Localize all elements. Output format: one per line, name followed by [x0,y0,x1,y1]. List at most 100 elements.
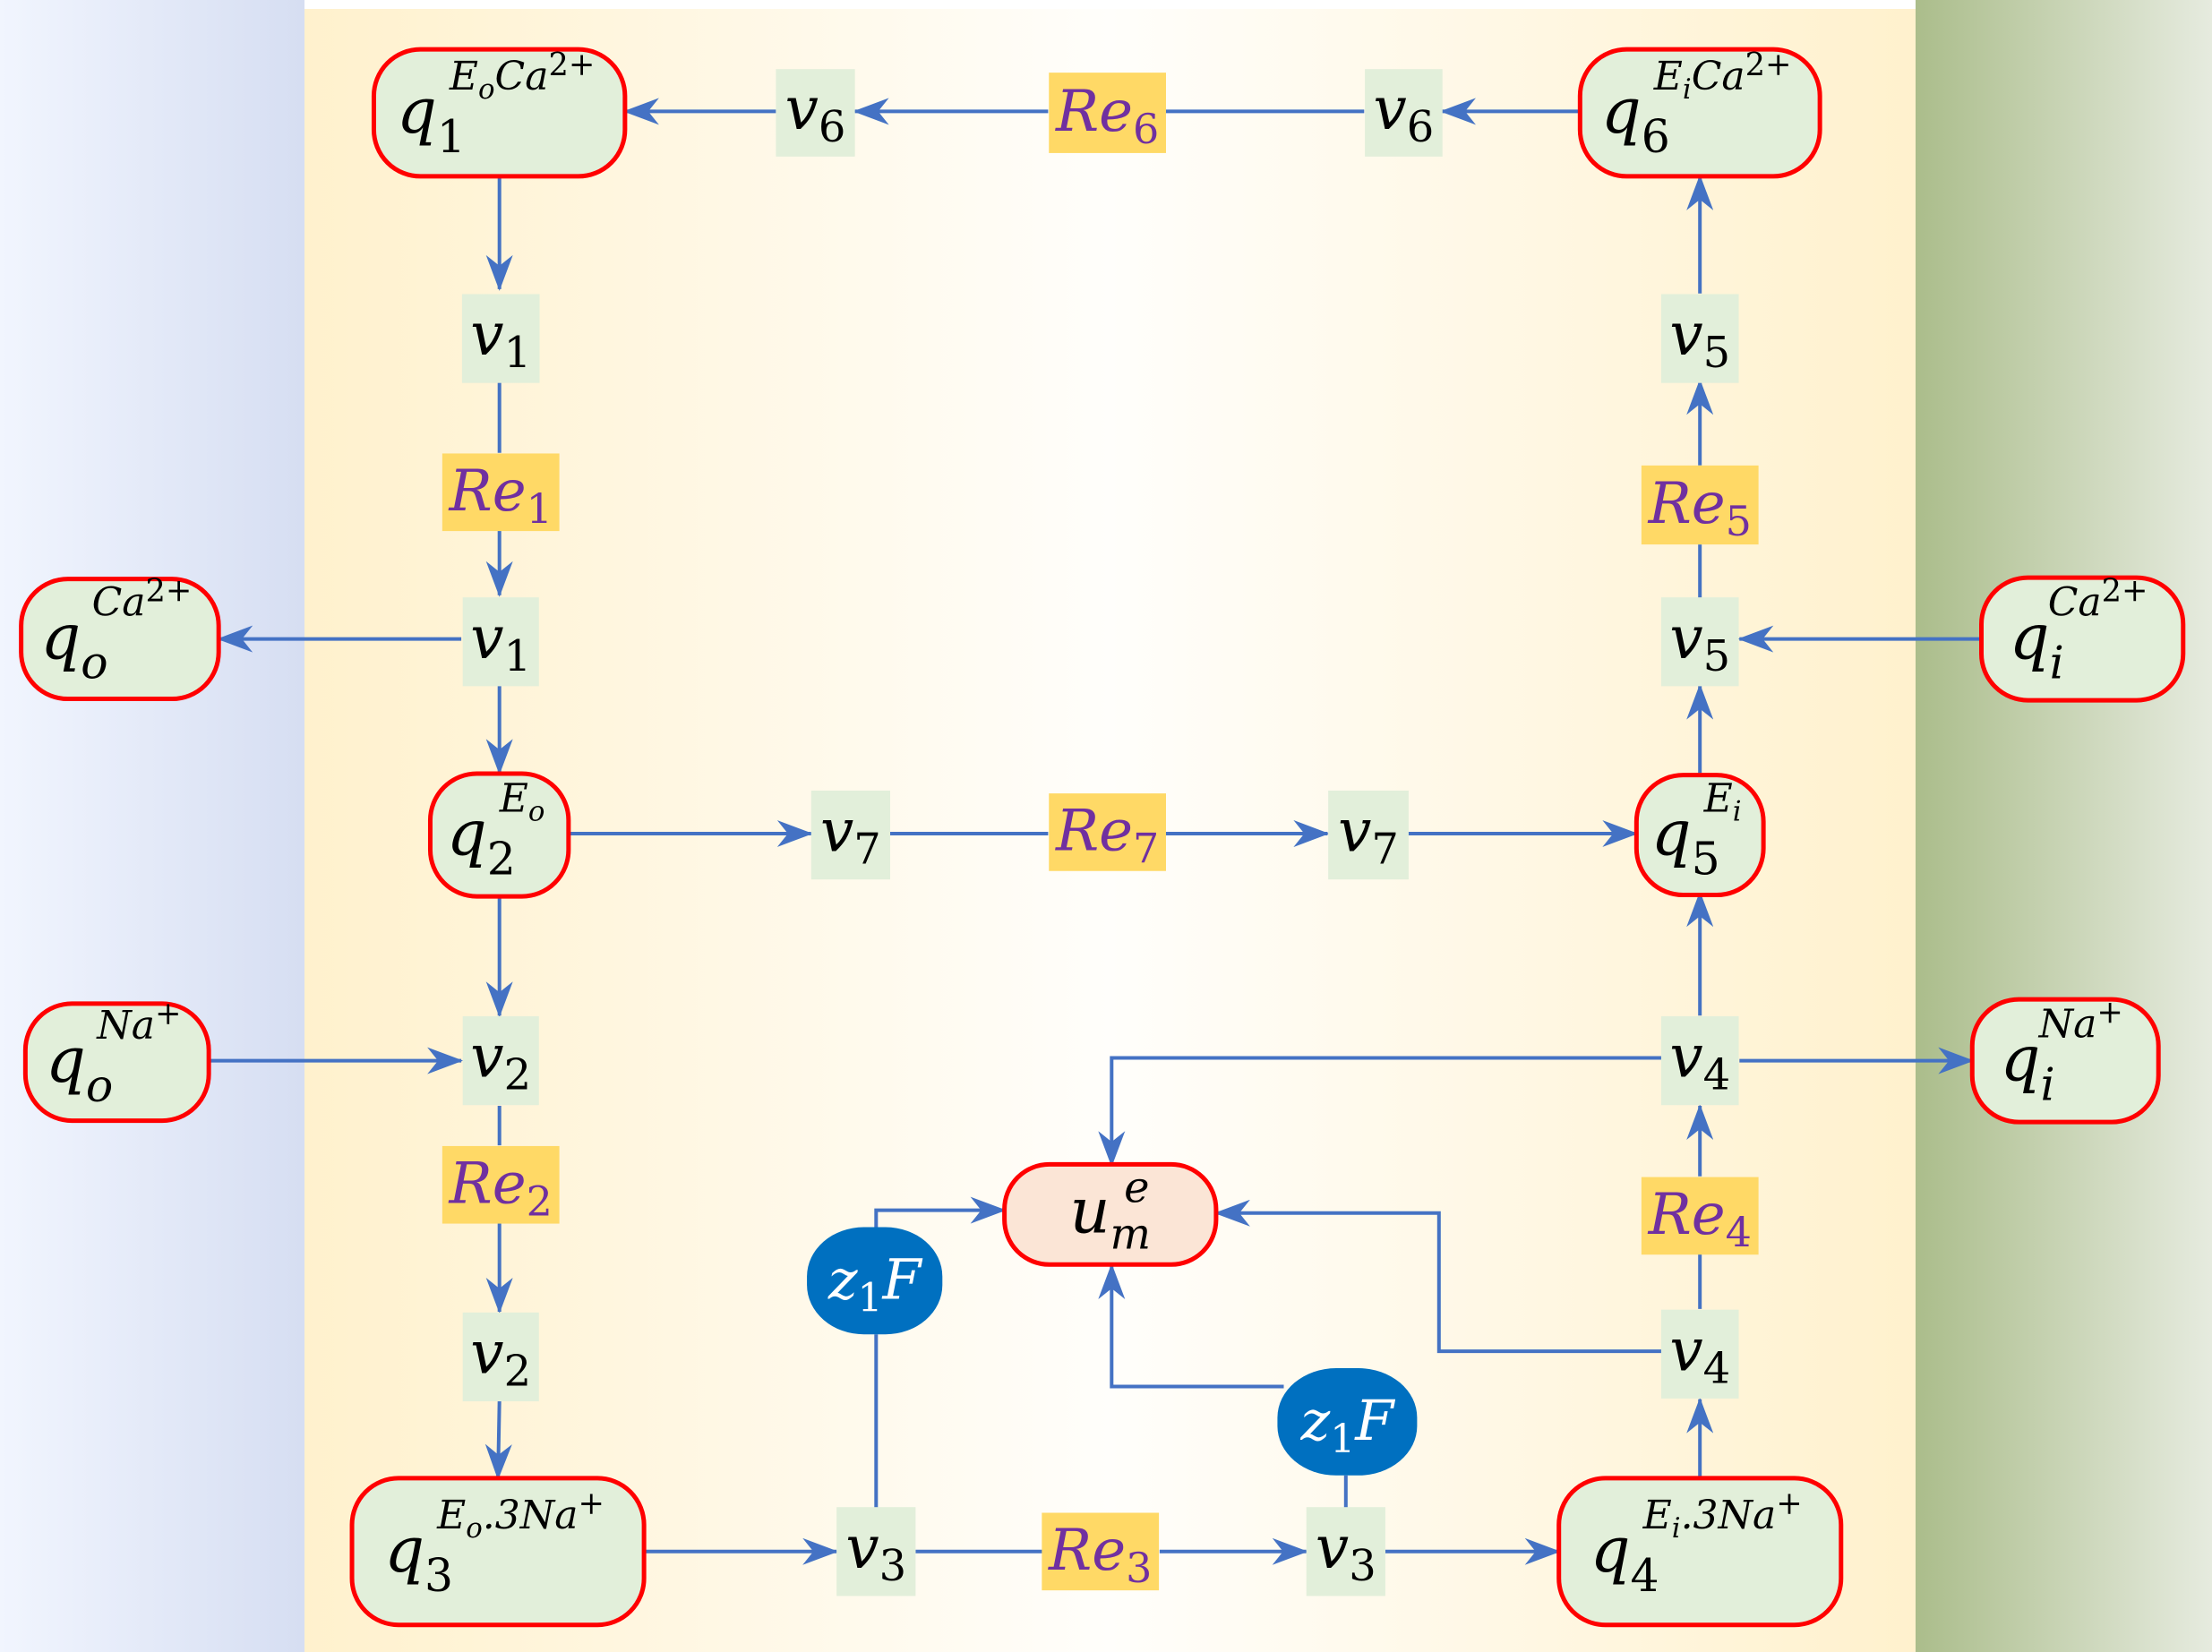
reaction-node-Re3[interactable]: Re3 [1042,1512,1160,1592]
constant-box [1277,1368,1418,1476]
constant-node-z1F_left[interactable]: z1F [807,1227,943,1335]
species-node-q6[interactable]: q6EiCa2+ [1577,47,1822,179]
flux-label: v1 [470,603,531,681]
species-superscript-rest: .3Na [483,1493,579,1538]
edge-v2b-to-q3 [484,1400,512,1480]
species-base: q [447,797,487,870]
species-node-q4[interactable]: q4Ei.3Na+ [1556,1476,1844,1628]
species-charge: 2+ [1745,47,1792,83]
reaction-node-Re5[interactable]: Re5 [1641,465,1759,545]
flux-node-v7b[interactable]: v7 [1328,790,1409,880]
flux-subscript: 7 [853,825,881,875]
flux-box [462,1312,539,1402]
flux-node-v7a[interactable]: v7 [810,790,891,880]
flux-label: v4 [1669,1023,1730,1100]
species-charge: 2+ [548,47,595,83]
potential-box [1002,1161,1219,1267]
species-superscript-rest: .3Na [1681,1493,1777,1538]
species-subscript: o [86,1059,113,1112]
species-base: q [46,1023,86,1097]
reaction-base: Re [449,458,527,525]
reaction-base: Re [1055,798,1133,864]
flux-node-v1a[interactable]: v1 [461,294,540,383]
reaction-subscript: 1 [527,484,553,533]
potential-superscript: e [1124,1162,1149,1212]
reaction-node-Re6[interactable]: Re6 [1049,73,1166,153]
reaction-node-Re7[interactable]: Re7 [1049,793,1166,872]
reaction-label: Re6 [1055,79,1159,153]
species-base: q [40,601,81,674]
species-box [1633,773,1766,898]
flux-base: v [470,1318,503,1387]
species-node-q2[interactable]: q2Eo [427,771,571,899]
species-label: q4Ei.3Na+ [1590,1485,1803,1602]
flux-node-v2a[interactable]: v2 [462,1016,539,1106]
flux-node-v4a[interactable]: v4 [1660,1016,1739,1106]
species-superscript-sub: o [466,1512,483,1545]
species-node-qoCa[interactable]: qoCa2+ [19,573,221,702]
flux-label: v6 [785,74,846,152]
flux-node-v6b[interactable]: v6 [1365,69,1443,157]
reaction-base: Re [1055,79,1133,145]
flux-node-v5a[interactable]: v5 [1660,294,1739,383]
membrane-potential-node[interactable]: ume [1002,1161,1219,1267]
flux-base: v [470,300,503,369]
flux-node-v3a[interactable]: v3 [836,1507,916,1596]
flux-base: v [470,1023,503,1091]
species-superscript-rest: Ca [1692,54,1745,99]
reaction-node-Re1[interactable]: Re1 [442,453,560,533]
flux-box [810,790,891,880]
flux-node-v3b[interactable]: v3 [1306,1507,1385,1596]
flux-box [1328,790,1409,880]
flux-subscript: 2 [504,1050,532,1100]
species-node-qoNa[interactable]: qoNa+ [22,996,211,1124]
constant-label: z1F [1300,1388,1396,1462]
flux-label: v4 [1669,1315,1730,1393]
species-label: qiCa2+ [2010,573,2148,689]
edges [209,98,1983,1565]
flux-node-v5b[interactable]: v5 [1660,597,1739,687]
constant-base: z [827,1246,858,1312]
species-superscript-sub: i [1733,796,1742,828]
species-label: q5Ei [1651,776,1742,886]
reaction-box [442,453,560,532]
species-superscript-sub: i [1672,1512,1681,1545]
flux-box [1660,294,1739,383]
species-node-q1[interactable]: q1EoCa2+ [371,47,628,179]
species-superscript: E [1642,1493,1672,1538]
potential-label: ume [1069,1162,1151,1259]
flux-node-v4b[interactable]: v4 [1660,1309,1739,1399]
constant-node-z1F_right[interactable]: z1F [1277,1368,1418,1476]
species-box [1556,1476,1844,1628]
flux-node-v2b[interactable]: v2 [462,1312,539,1402]
constant-subscript: 1 [1330,1417,1355,1462]
flux-box [1660,1016,1739,1106]
flux-node-v1b[interactable]: v1 [462,597,539,687]
flux-subscript: 7 [1371,825,1399,875]
species-label: q6EiCa2+ [1601,47,1792,163]
flux-label: v1 [470,300,531,378]
species-node-q3[interactable]: q3Eo.3Na+ [349,1476,647,1628]
flux-node-v6a[interactable]: v6 [776,69,855,157]
species-node-qiNa[interactable]: qiNa+ [1969,995,2161,1125]
edge-v4a-to-um [1098,1056,1662,1168]
constant-base: z [1300,1388,1331,1453]
flux-subscript: 4 [1703,1343,1731,1393]
flux-base: v [1669,1023,1702,1091]
flux-base: v [1338,797,1371,866]
species-subscript: i [2050,637,2064,689]
reaction-node-Re2[interactable]: Re2 [442,1145,560,1225]
reaction-label: Re2 [449,1151,553,1225]
reaction-node-Re4[interactable]: Re4 [1641,1177,1759,1256]
species-subscript: 1 [437,110,466,163]
flux-subscript: 6 [819,102,846,152]
flux-base: v [845,1513,879,1582]
species-charge: + [155,996,181,1032]
reaction-box [1641,465,1759,545]
flux-box [462,597,539,687]
species-node-qiCa[interactable]: qiCa2+ [1979,573,2186,703]
species-node-q5[interactable]: q5Ei [1633,773,1766,898]
species-charge: + [2096,995,2122,1031]
reaction-box [1049,73,1166,153]
